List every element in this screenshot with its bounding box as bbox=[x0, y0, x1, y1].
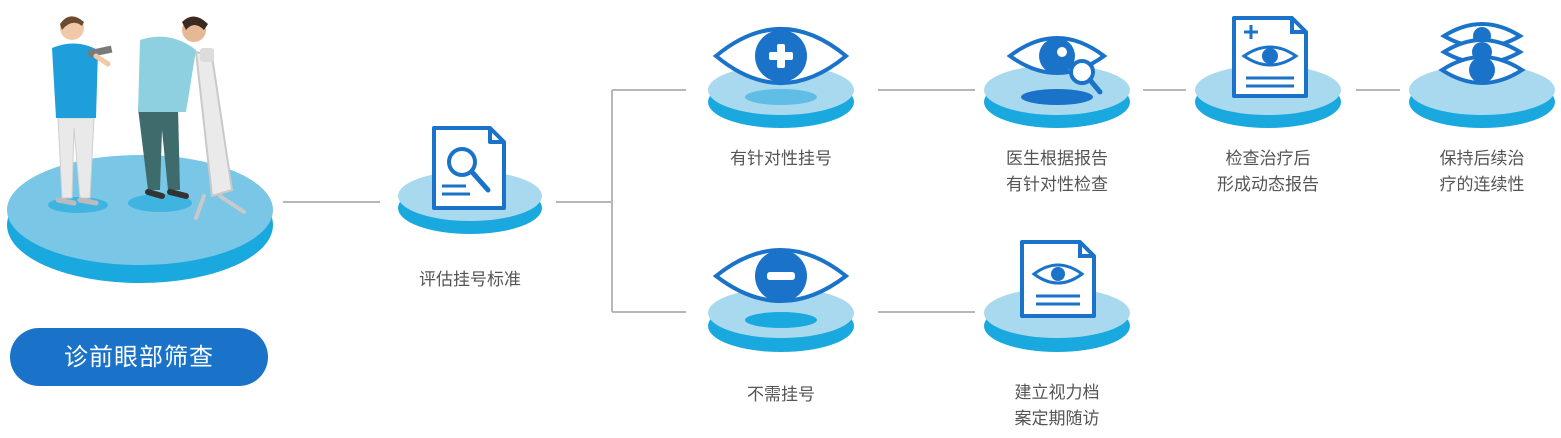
doctor-check-label: 医生根据报告 有针对性检查 bbox=[1006, 146, 1108, 198]
continuity-label-line2: 疗的连续性 bbox=[1439, 175, 1525, 195]
archive-label-line2: 案定期随访 bbox=[1014, 409, 1100, 429]
treatment-label-line2: 形成动态报告 bbox=[1217, 175, 1319, 195]
no-reg-label: 不需挂号 bbox=[747, 385, 815, 405]
treatment-node bbox=[1195, 16, 1341, 128]
treatment-label-line1: 检查治疗后 bbox=[1225, 149, 1311, 169]
evaluate-label: 评估挂号标准 bbox=[419, 270, 521, 290]
eye-plus-icon bbox=[712, 27, 850, 85]
doctor-check-node bbox=[984, 36, 1130, 128]
continuity-label-line1: 保持后续治 bbox=[1439, 149, 1525, 169]
archive-node bbox=[984, 240, 1130, 352]
continuity-node bbox=[1409, 22, 1555, 128]
archive-label-line1: 建立视力档 bbox=[1014, 383, 1100, 403]
eye-minus-icon bbox=[712, 248, 850, 303]
continuity-label: 保持后续治 疗的连续性 bbox=[1440, 146, 1525, 198]
archive-label: 建立视力档 案定期随访 bbox=[1015, 380, 1100, 432]
document-search-icon bbox=[432, 126, 506, 210]
doctor-check-label-line2: 有针对性检查 bbox=[1006, 175, 1108, 195]
treatment-label: 检查治疗后 形成动态报告 bbox=[1217, 146, 1319, 198]
connectors bbox=[283, 89, 1400, 313]
targeted-node bbox=[708, 27, 854, 128]
doctor-check-label-line1: 医生根据报告 bbox=[1006, 149, 1108, 169]
start-label: 诊前眼部筛查 bbox=[64, 343, 214, 371]
start-platform bbox=[7, 155, 273, 283]
patient-figure bbox=[138, 16, 208, 199]
evaluate-node bbox=[398, 126, 542, 234]
eye-document-icon bbox=[1020, 240, 1096, 318]
start-label-pill: 诊前眼部筛查 bbox=[10, 328, 268, 386]
eye-screening-device bbox=[194, 48, 246, 220]
no-reg-node bbox=[708, 248, 854, 352]
eye-report-icon bbox=[1232, 16, 1308, 98]
nurse-figure bbox=[52, 16, 113, 206]
stacked-eyes-icon bbox=[1438, 22, 1526, 85]
eye-search-icon bbox=[1006, 36, 1108, 95]
targeted-label: 有针对性挂号 bbox=[730, 149, 832, 169]
